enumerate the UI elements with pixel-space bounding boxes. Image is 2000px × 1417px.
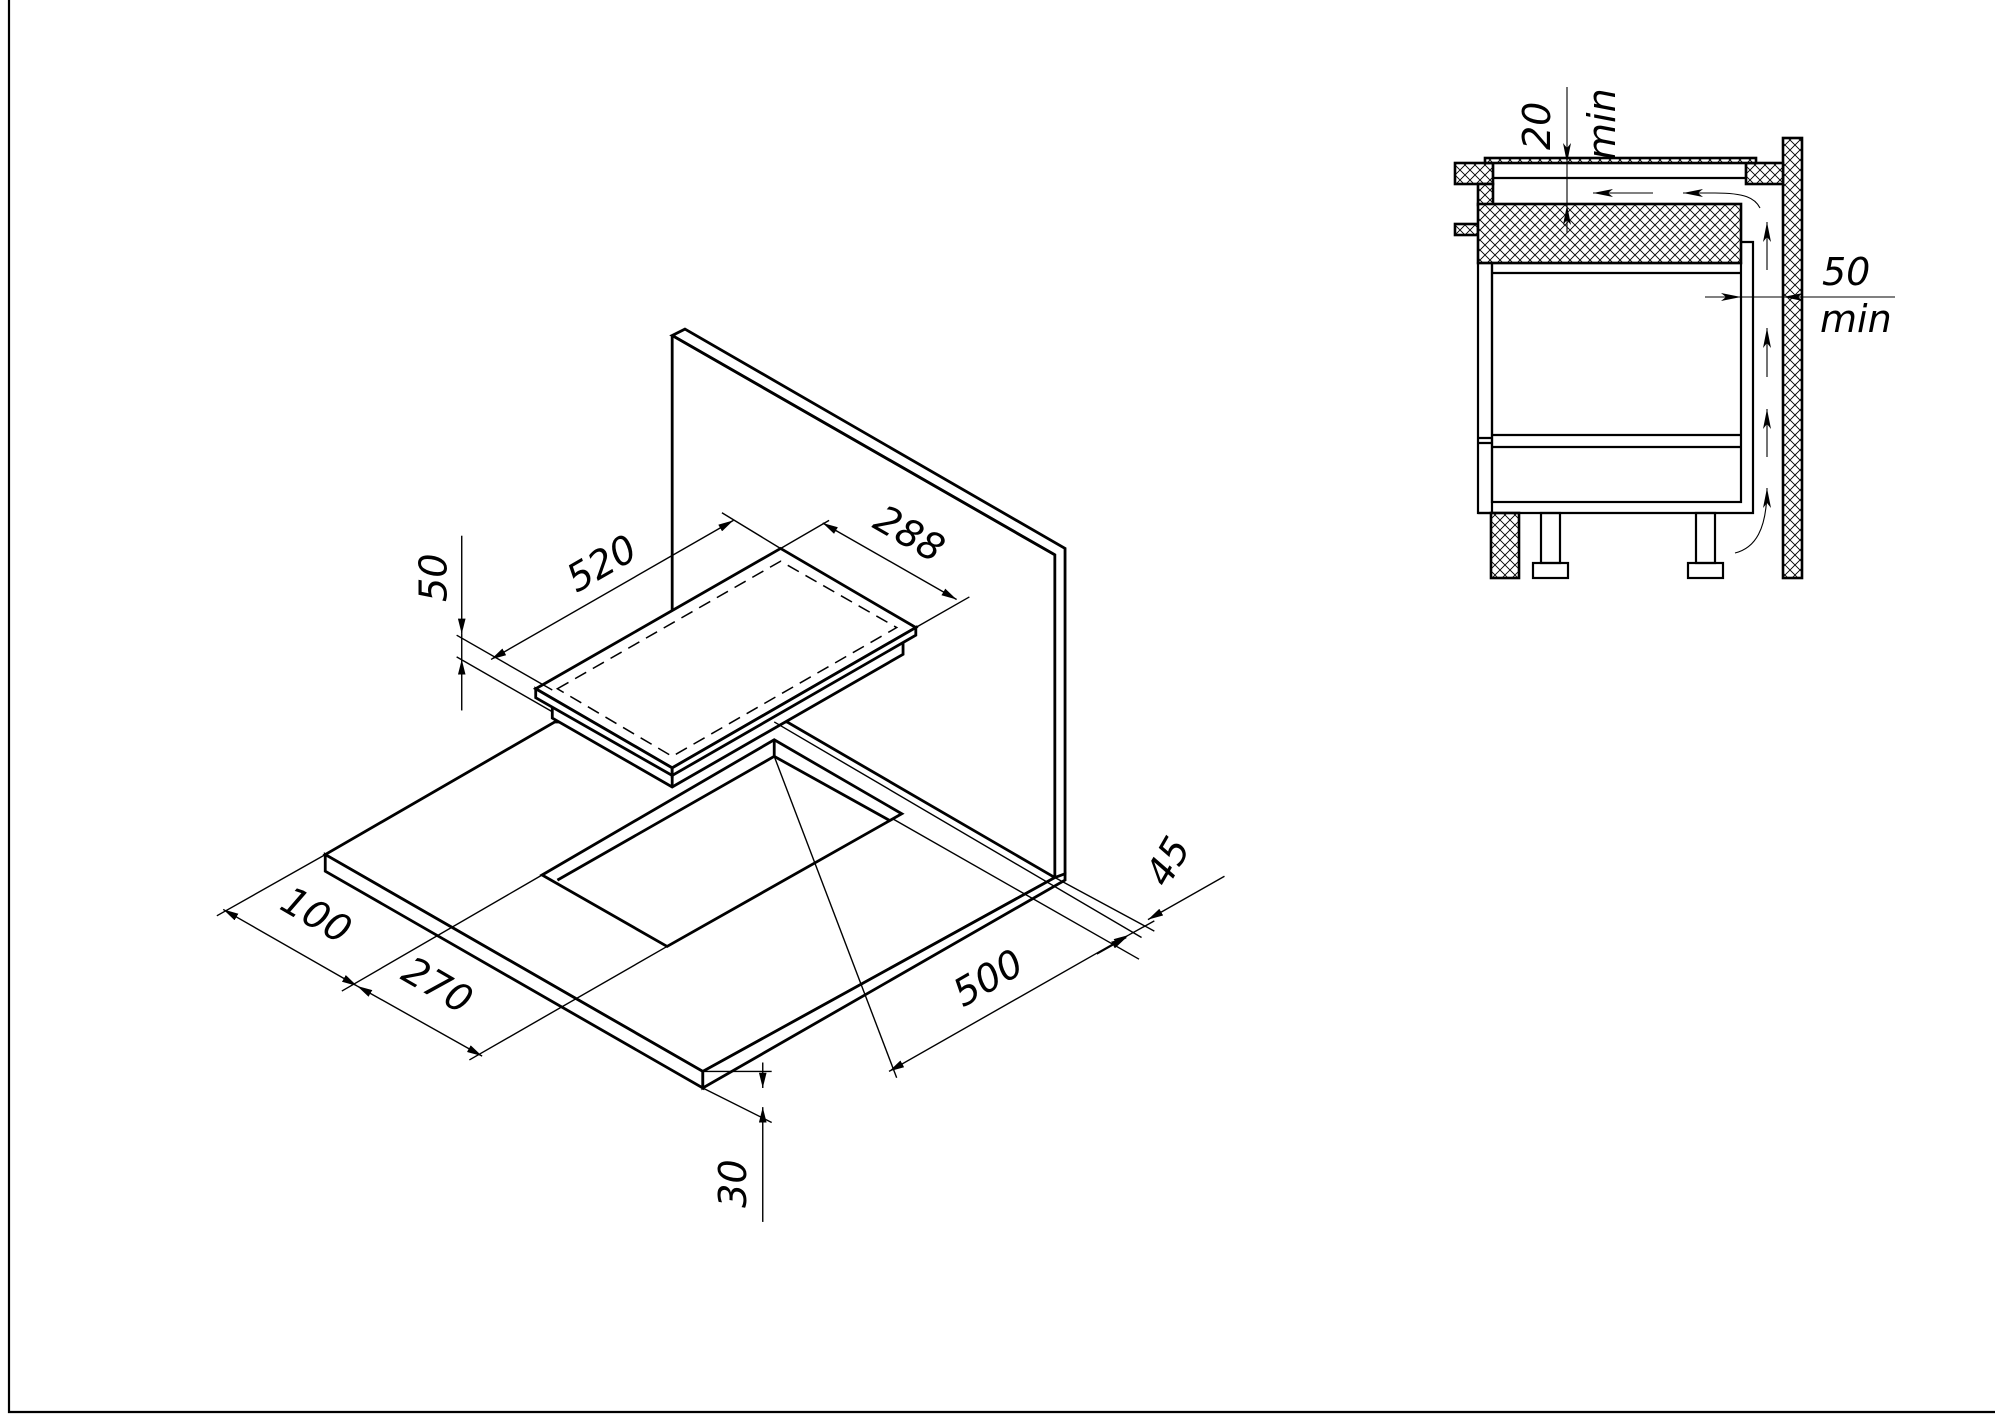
isometric-view: 520 288 50 100 270 500 45 30 <box>216 327 1225 1222</box>
plinth <box>1489 511 1521 580</box>
cabinet-legs <box>1531 511 1725 580</box>
dim-50-height: 50 <box>411 553 456 602</box>
dim-30: 30 <box>711 1159 756 1208</box>
countertop-front <box>1453 161 1495 186</box>
section-view: 20 min 50 min <box>1453 87 1895 580</box>
hob-glass <box>1483 156 1758 165</box>
dim-500: 500 <box>946 941 1032 1016</box>
dimension-lines <box>216 512 1225 1222</box>
oven-insulation <box>1476 202 1743 265</box>
dim-20-min: min <box>1580 88 1624 160</box>
cabinet <box>1476 240 1755 515</box>
countertop-rear <box>1744 161 1785 186</box>
dim-45: 45 <box>1137 829 1200 894</box>
wall <box>1781 136 1804 580</box>
sheet-frame <box>7 0 1995 1414</box>
dim-270: 270 <box>394 948 480 1023</box>
airflow-arrows <box>1593 189 1771 554</box>
dim-100: 100 <box>273 878 359 953</box>
dim-20: 20 <box>1515 102 1559 150</box>
control-knob <box>1453 222 1480 237</box>
dim-50-min: min <box>1820 297 1892 341</box>
dim-288: 288 <box>866 496 952 571</box>
dim-50-rear: 50 <box>1822 250 1870 294</box>
dim-520: 520 <box>559 526 645 601</box>
